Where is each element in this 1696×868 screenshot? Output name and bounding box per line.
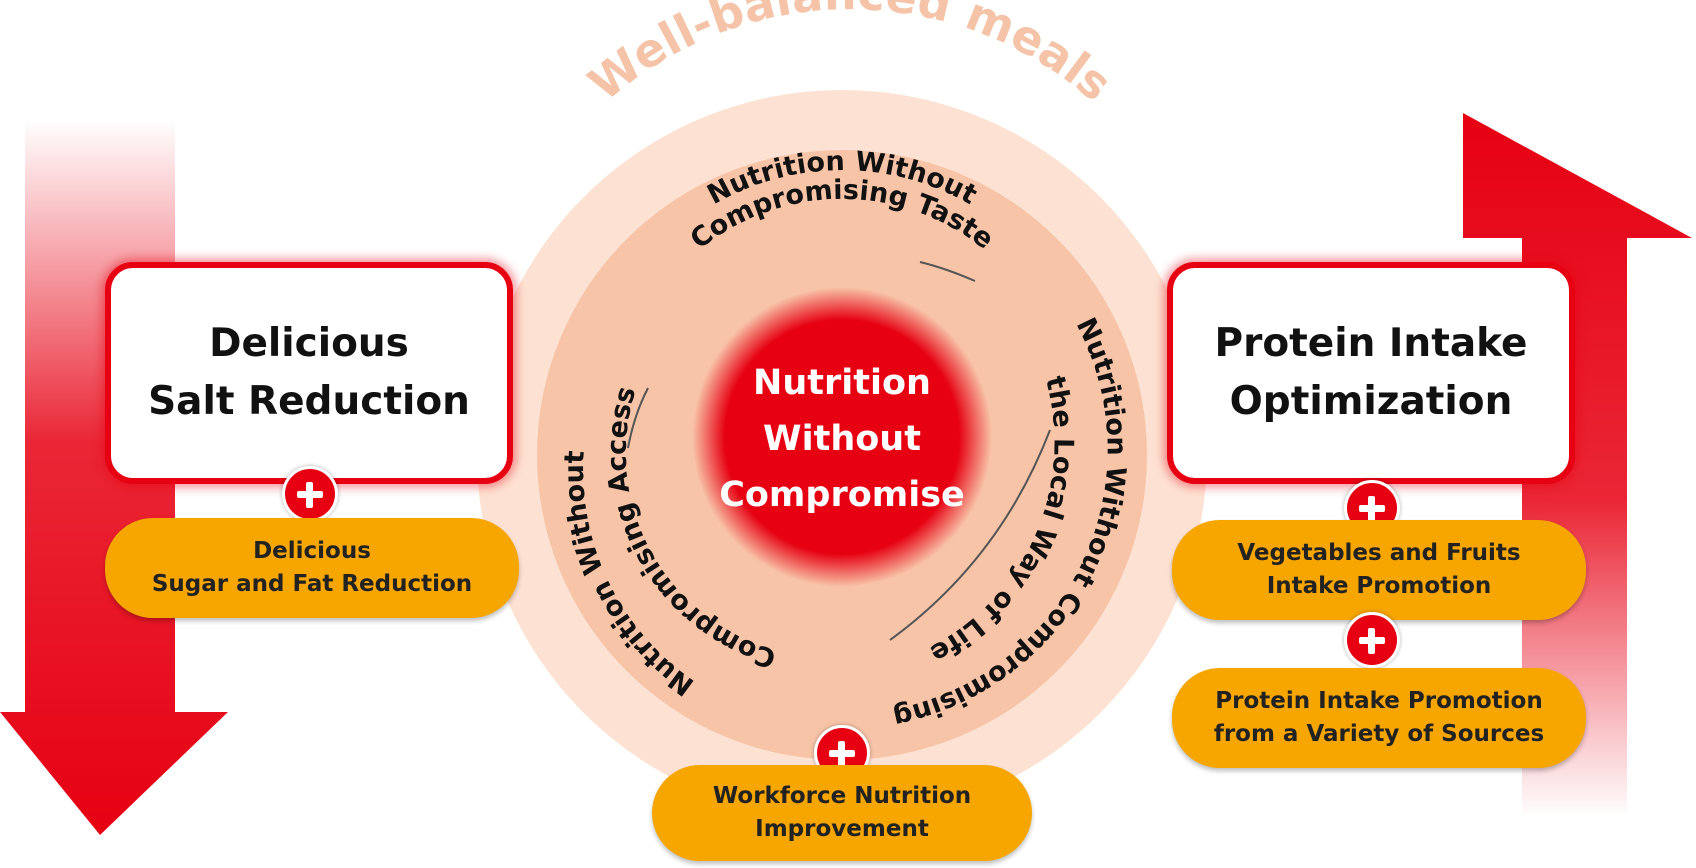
salt-reduction-box: Delicious Salt Reduction <box>105 262 513 484</box>
plus-icon-right-2 <box>1344 612 1400 668</box>
protein-variety-text: Protein Intake Promotion from a Variety … <box>1213 688 1545 747</box>
protein-optimization-text: Protein Intake Optimization <box>1214 321 1528 424</box>
ring-underlines <box>627 261 1051 641</box>
vegetables-fruits-text: Vegetables and Fruits Intake Promotion <box>1237 540 1521 599</box>
sugar-fat-reduction-text: Delicious Sugar and Fat Reduction <box>151 538 473 597</box>
workforce-nutrition-pill: Workforce Nutrition Improvement <box>652 765 1032 861</box>
center-label: Nutrition Without Compromise <box>719 363 965 515</box>
protein-optimization-box: Protein Intake Optimization <box>1167 262 1575 484</box>
vegetables-fruits-pill: Vegetables and Fruits Intake Promotion <box>1172 520 1586 620</box>
sugar-fat-reduction-pill: Delicious Sugar and Fat Reduction <box>105 518 519 618</box>
salt-reduction-text: Delicious Salt Reduction <box>148 321 470 424</box>
workforce-nutrition-text: Workforce Nutrition Improvement <box>712 783 972 842</box>
center-circle <box>692 287 992 587</box>
protein-variety-pill: Protein Intake Promotion from a Variety … <box>1172 668 1586 768</box>
up-arrow <box>1463 113 1692 818</box>
plus-icon-left <box>282 466 338 522</box>
